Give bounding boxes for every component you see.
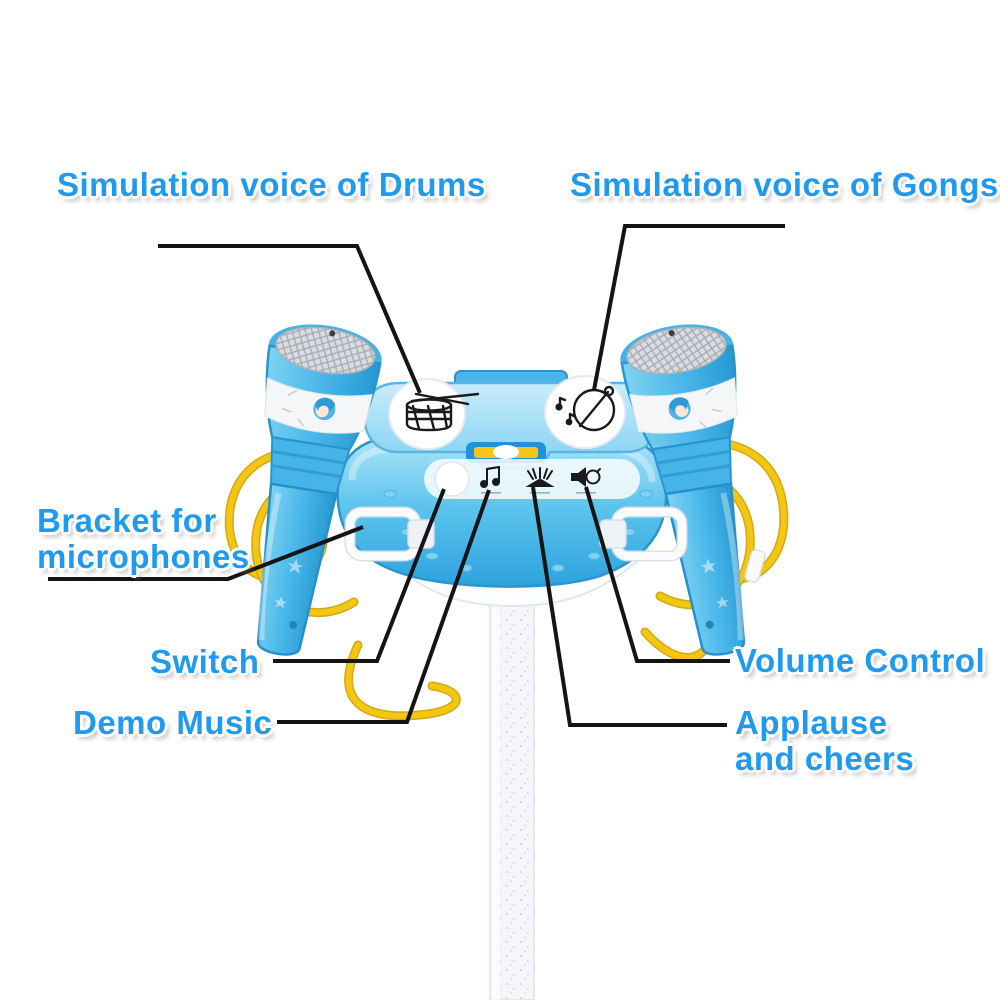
clapping-hands-icon [525, 467, 555, 487]
label-applause-line1: Applause [735, 704, 888, 741]
label-applause-line2: and cheers [735, 740, 915, 777]
main-unit [336, 370, 668, 608]
music-note-icon [480, 465, 500, 488]
callout-line-applause [531, 486, 727, 727]
callout-line-gongs [592, 224, 785, 391]
label-simulation-voice-of-drums: Simulation voice of Drums [57, 166, 486, 203]
callout-line-demo [277, 489, 491, 724]
callout-line-drums [158, 244, 422, 394]
label-volume-control: Volume Control [735, 642, 986, 679]
gong-pad [544, 375, 626, 449]
mic-bracket-right [599, 506, 688, 562]
mic-mesh-cap [275, 326, 376, 375]
label-bracket-for-microphones: Bracket for microphones [37, 503, 250, 575]
gong-icon [555, 385, 616, 432]
left-microphone [256, 324, 382, 656]
star-detail [274, 558, 304, 609]
callout-line-volume [584, 486, 730, 663]
label-simulation-voice-of-gongs: Simulation voice of Gongs [570, 166, 999, 203]
label-bracket-line2: microphones [37, 538, 250, 575]
speaker-icon [571, 467, 601, 487]
label-bracket-line1: Bracket for [37, 502, 217, 539]
mic-mesh-cap [626, 326, 727, 375]
label-demo-music: Demo Music [73, 704, 273, 741]
mic-face-graphic [668, 387, 722, 428]
callout-line-switch [273, 488, 446, 663]
star-detail [700, 558, 729, 609]
callout-lines [48, 224, 785, 727]
drum-pad [388, 378, 480, 450]
stand-pole [481, 566, 543, 1000]
label-applause-and-cheers: Applause and cheers [735, 705, 914, 777]
label-switch: Switch [150, 643, 260, 680]
callout-line-bracket [48, 525, 364, 581]
power-light [466, 442, 546, 463]
drum-icon [405, 392, 480, 432]
mic-face-graphic [281, 389, 336, 427]
